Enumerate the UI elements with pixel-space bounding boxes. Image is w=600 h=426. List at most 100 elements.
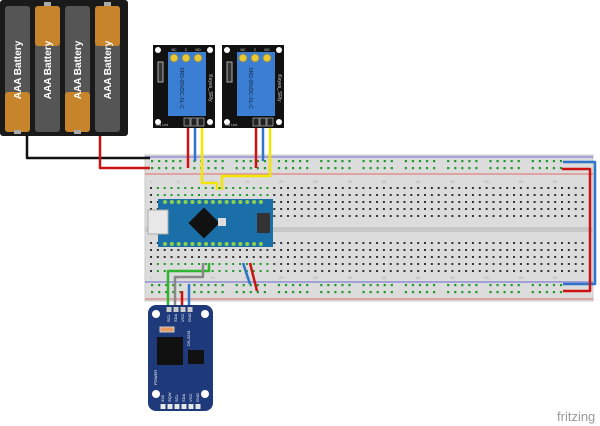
breadboard-hole (293, 194, 296, 196)
breadboard-hole (471, 187, 474, 189)
breadboard-hole (492, 270, 495, 272)
breadboard-hole (471, 194, 474, 196)
breadboard-hole (547, 270, 550, 272)
breadboard-hole (417, 194, 420, 196)
breadboard-hole (232, 263, 235, 265)
breadboard-hole (513, 256, 516, 258)
rail-hole (404, 291, 407, 294)
breadboard-hole (417, 249, 420, 251)
breadboard-hole (348, 194, 351, 196)
breadboard-hole (355, 215, 358, 217)
breadboard-hole (321, 263, 324, 265)
breadboard-hole (389, 215, 392, 217)
breadboard-hole (348, 270, 351, 272)
breadboard-hole (382, 187, 385, 189)
breadboard-hole (451, 263, 454, 265)
breadboard-hole (444, 256, 447, 258)
breadboard-hole (273, 208, 276, 210)
breadboard-hole (403, 201, 406, 203)
breadboard-hole (328, 249, 331, 251)
breadboard-hole (321, 201, 324, 203)
breadboard-hole (430, 242, 433, 244)
breadboard-hole (376, 201, 379, 203)
rail-hole (425, 160, 429, 163)
breadboard-hole (280, 256, 283, 258)
rail-hole (249, 284, 252, 287)
breadboard-hole (287, 208, 289, 210)
breadboard-hole (506, 270, 509, 272)
relay-part-label: SRD-05VDC-SL-C (178, 67, 184, 109)
breadboard-hole (471, 242, 474, 244)
breadboard-hole (526, 242, 529, 244)
breadboard-hole (424, 187, 426, 189)
breadboard-hole (334, 249, 337, 251)
breadboard-hole (314, 215, 317, 217)
rail-hole (284, 167, 288, 170)
breadboard-hole (389, 249, 392, 251)
breadboard-hole (567, 201, 570, 203)
breadboard-hole (334, 215, 337, 217)
breadboard-hole (218, 187, 221, 189)
breadboard-hole (581, 242, 584, 244)
breadboard-hole (163, 194, 166, 196)
rail-hole (559, 167, 563, 170)
breadboard-hole (382, 201, 385, 203)
wire-red (248, 262, 259, 292)
rail-hole (468, 160, 471, 163)
breadboard-hole (471, 270, 474, 272)
breadboard-hole (280, 270, 283, 272)
breadboard-hole (540, 208, 543, 210)
breadboard-hole (485, 256, 488, 258)
breadboard-hole (300, 208, 303, 210)
rail-hole (433, 291, 436, 294)
rail-hole (510, 291, 513, 294)
rail-hole (376, 284, 379, 287)
breadboard-hole (204, 194, 207, 196)
breadboard-hole (444, 242, 447, 244)
rail-hole (306, 291, 309, 294)
breadboard-hole (321, 270, 324, 272)
rail-hole (172, 291, 175, 294)
rail-hole (411, 167, 415, 170)
breadboard-hole (328, 263, 331, 265)
breadboard-hole (314, 201, 317, 203)
breadboard-hole (273, 242, 276, 244)
rail-hole (489, 167, 492, 170)
rail-hole (496, 284, 499, 287)
breadboard-hole (177, 187, 180, 189)
breadboard-hole (437, 263, 440, 265)
rail-hole (531, 160, 534, 163)
breadboard-hole (252, 263, 255, 265)
breadboard-hole (437, 242, 440, 244)
breadboard-hole (561, 187, 563, 189)
breadboard-hole (252, 256, 255, 258)
rail-hole (348, 160, 351, 163)
wire-green (166, 263, 211, 318)
rail-hole (193, 167, 196, 170)
rail-hole (299, 167, 302, 170)
rail-hole (545, 167, 548, 170)
breadboard-hole (430, 194, 433, 196)
breadboard-hole (259, 194, 262, 196)
rail-hole (454, 291, 457, 294)
breadboard-hole (232, 187, 235, 189)
breadboard-hole (403, 249, 406, 251)
column-label: 45 (450, 275, 455, 280)
breadboard-hole (513, 208, 516, 210)
rail-hole (433, 160, 436, 163)
rail-hole (510, 167, 513, 170)
breadboard-hole (519, 249, 522, 251)
breadboard-hole (307, 270, 310, 272)
breadboard-hole (471, 208, 474, 210)
column-label: 20 (279, 179, 284, 184)
rail-hole (538, 291, 541, 294)
rail-hole (327, 167, 330, 170)
breadboard-hole (485, 187, 488, 189)
breadboard-hole (341, 263, 344, 265)
breadboard-hole (273, 187, 276, 189)
breadboard-hole (225, 194, 228, 196)
breadboard-hole (314, 194, 317, 196)
wire-red (98, 136, 150, 170)
breadboard-hole (369, 208, 372, 210)
rtc-pin-label: SCL (174, 393, 179, 402)
